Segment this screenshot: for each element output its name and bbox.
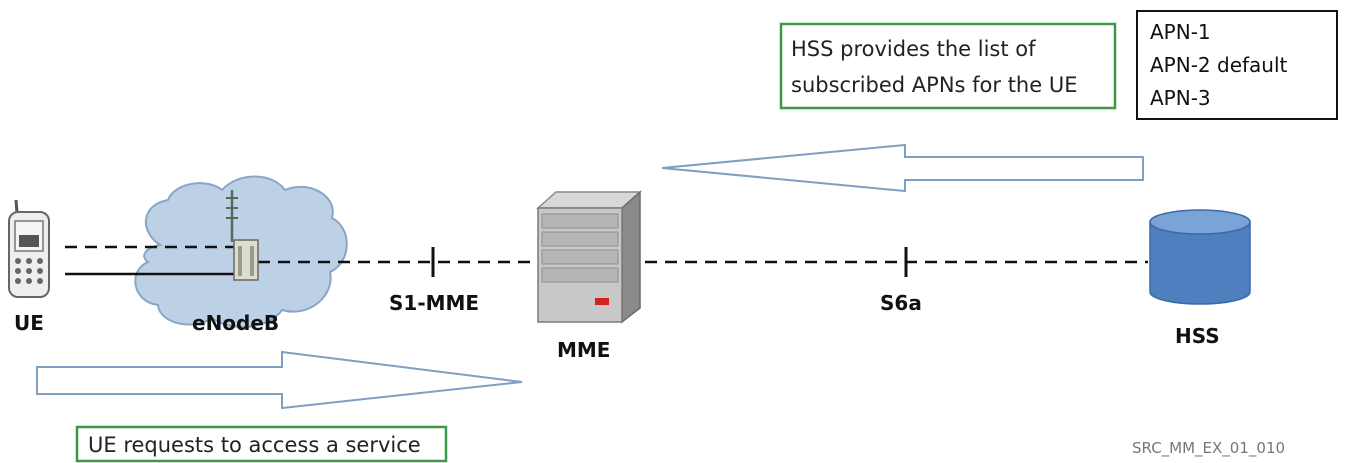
hss-label: HSS [1175,324,1220,348]
phone-icon [8,199,50,298]
ue-request-text: UE requests to access a service [88,433,421,457]
enodeb-antenna-icon [226,190,259,281]
hss-to-mme-arrow [661,143,1144,193]
hss-note-line2: subscribed APNs for the UE [791,73,1077,97]
enodeb-label: eNodeB [192,311,279,335]
mme-label: MME [557,338,610,362]
apn-list-box: APN-1 APN-2 default APN-3 [1136,10,1338,120]
apn-item: APN-2 default [1150,53,1288,77]
ue-request-note-border [75,425,448,463]
apn-list-border [1136,10,1338,120]
hss-note: HSS provides the list of subscribed APNs… [779,22,1117,110]
s1-mme-label: S1-MME [389,291,479,315]
s6a-label: S6a [880,291,922,315]
ue-label: UE [14,311,44,335]
ue-to-mme-arrow [36,350,523,410]
hss-note-line1: HSS provides the list of [791,37,1036,61]
server-led-icon [595,298,609,305]
server-icon [536,190,642,324]
figure-reference: SRC_MM_EX_01_010 [1132,439,1285,458]
apn-item: APN-1 [1150,20,1211,44]
apn-item: APN-3 [1150,86,1211,110]
hss-note-border [779,22,1117,110]
ue-request-note: UE requests to access a service [75,425,448,463]
database-icon [1149,209,1251,305]
